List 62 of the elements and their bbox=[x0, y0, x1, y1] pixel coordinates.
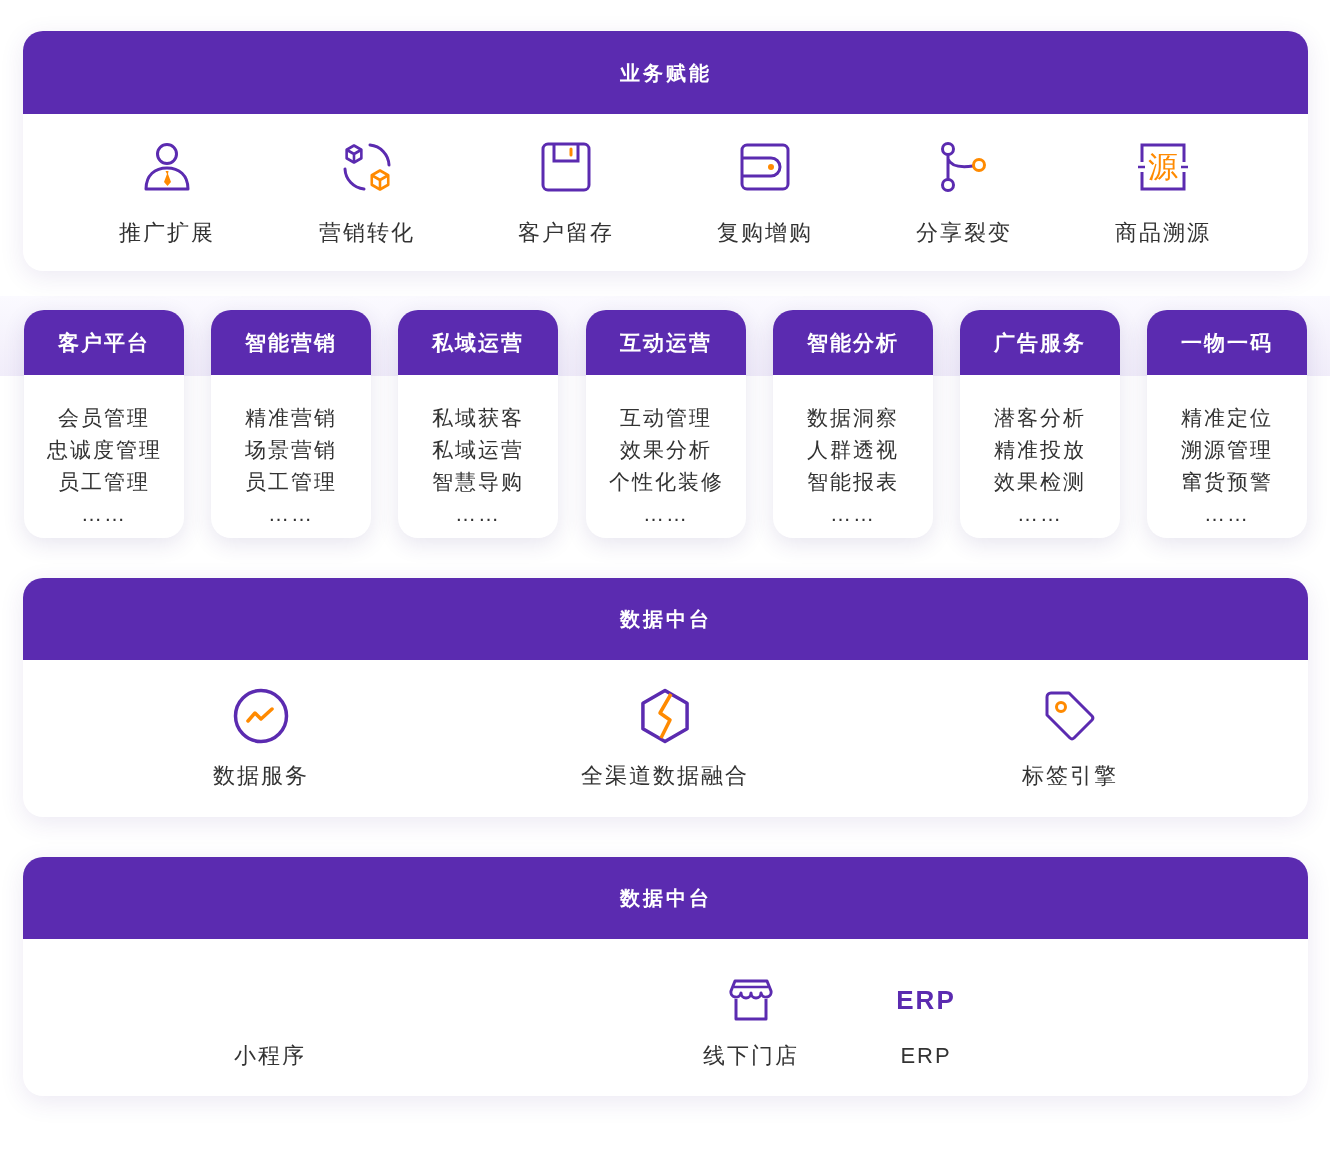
list-item: 精准定位 bbox=[1181, 405, 1273, 431]
list-item: …… bbox=[1017, 501, 1063, 527]
item-label: 小程序 bbox=[234, 1045, 306, 1067]
module-card bbox=[1147, 310, 1307, 538]
list-item: 忠诚度管理 bbox=[46, 437, 162, 463]
card-header: 私域运营 bbox=[398, 310, 558, 375]
module-card bbox=[960, 310, 1120, 538]
panel-header: 数据中台 bbox=[23, 857, 1308, 939]
list-item: 精准营销 bbox=[245, 405, 337, 431]
list-item: 智慧导购 bbox=[432, 469, 524, 495]
feature-panel bbox=[23, 31, 1308, 271]
item-label: 数据服务 bbox=[213, 765, 309, 787]
feature-panel bbox=[23, 578, 1308, 817]
module-card bbox=[24, 310, 184, 538]
item-label: 推广扩展 bbox=[119, 222, 215, 244]
card-header: 互动运营 bbox=[586, 310, 746, 375]
list-item: …… bbox=[643, 501, 689, 527]
item-label: 复购增购 bbox=[717, 222, 813, 244]
list-item: 员工管理 bbox=[58, 469, 150, 495]
module-card bbox=[211, 310, 371, 538]
item-label: 客户留存 bbox=[518, 222, 614, 244]
list-item: …… bbox=[455, 501, 501, 527]
panel-header: 业务赋能 bbox=[23, 31, 1308, 114]
list-item: …… bbox=[830, 501, 876, 527]
list-item: 潜客分析 bbox=[994, 405, 1086, 431]
list-item: 效果检测 bbox=[994, 469, 1086, 495]
list-item: 人群透视 bbox=[807, 437, 899, 463]
item-label: 分享裂变 bbox=[916, 222, 1012, 244]
list-item: 窜货预警 bbox=[1181, 469, 1273, 495]
list-item: …… bbox=[81, 501, 127, 527]
list-item: …… bbox=[1204, 501, 1250, 527]
list-item: 私域获客 bbox=[432, 405, 524, 431]
list-item: 私域运营 bbox=[432, 437, 524, 463]
item-label: 全渠道数据融合 bbox=[581, 765, 749, 787]
item-label: 线下门店 bbox=[703, 1045, 799, 1067]
card-header: 广告服务 bbox=[960, 310, 1120, 375]
feature-panel bbox=[23, 857, 1308, 1096]
list-item: 效果分析 bbox=[620, 437, 712, 463]
list-item: 智能报表 bbox=[807, 469, 899, 495]
panel-header: 数据中台 bbox=[23, 578, 1308, 660]
list-item: 互动管理 bbox=[620, 405, 712, 431]
erp-icon-text: ERP bbox=[896, 987, 956, 1013]
module-card bbox=[773, 310, 933, 538]
card-header: 客户平台 bbox=[24, 310, 184, 375]
module-card bbox=[398, 310, 558, 538]
list-item: 个性化装修 bbox=[608, 469, 724, 495]
list-item: 数据洞察 bbox=[807, 405, 899, 431]
item-label: ERP bbox=[900, 1045, 952, 1067]
source-badge: 源 bbox=[1137, 141, 1189, 193]
module-card bbox=[586, 310, 746, 538]
list-item: 员工管理 bbox=[245, 469, 337, 495]
list-item: 场景营销 bbox=[245, 437, 337, 463]
card-header: 智能营销 bbox=[211, 310, 371, 375]
item-label: 营销转化 bbox=[319, 222, 415, 244]
list-item: 溯源管理 bbox=[1181, 437, 1273, 463]
list-item: 会员管理 bbox=[58, 405, 150, 431]
list-item: 精准投放 bbox=[994, 437, 1086, 463]
card-header: 智能分析 bbox=[773, 310, 933, 375]
card-header: 一物一码 bbox=[1147, 310, 1307, 375]
item-label: 商品溯源 bbox=[1115, 222, 1211, 244]
item-label: 标签引擎 bbox=[1022, 765, 1118, 787]
list-item: …… bbox=[268, 501, 314, 527]
